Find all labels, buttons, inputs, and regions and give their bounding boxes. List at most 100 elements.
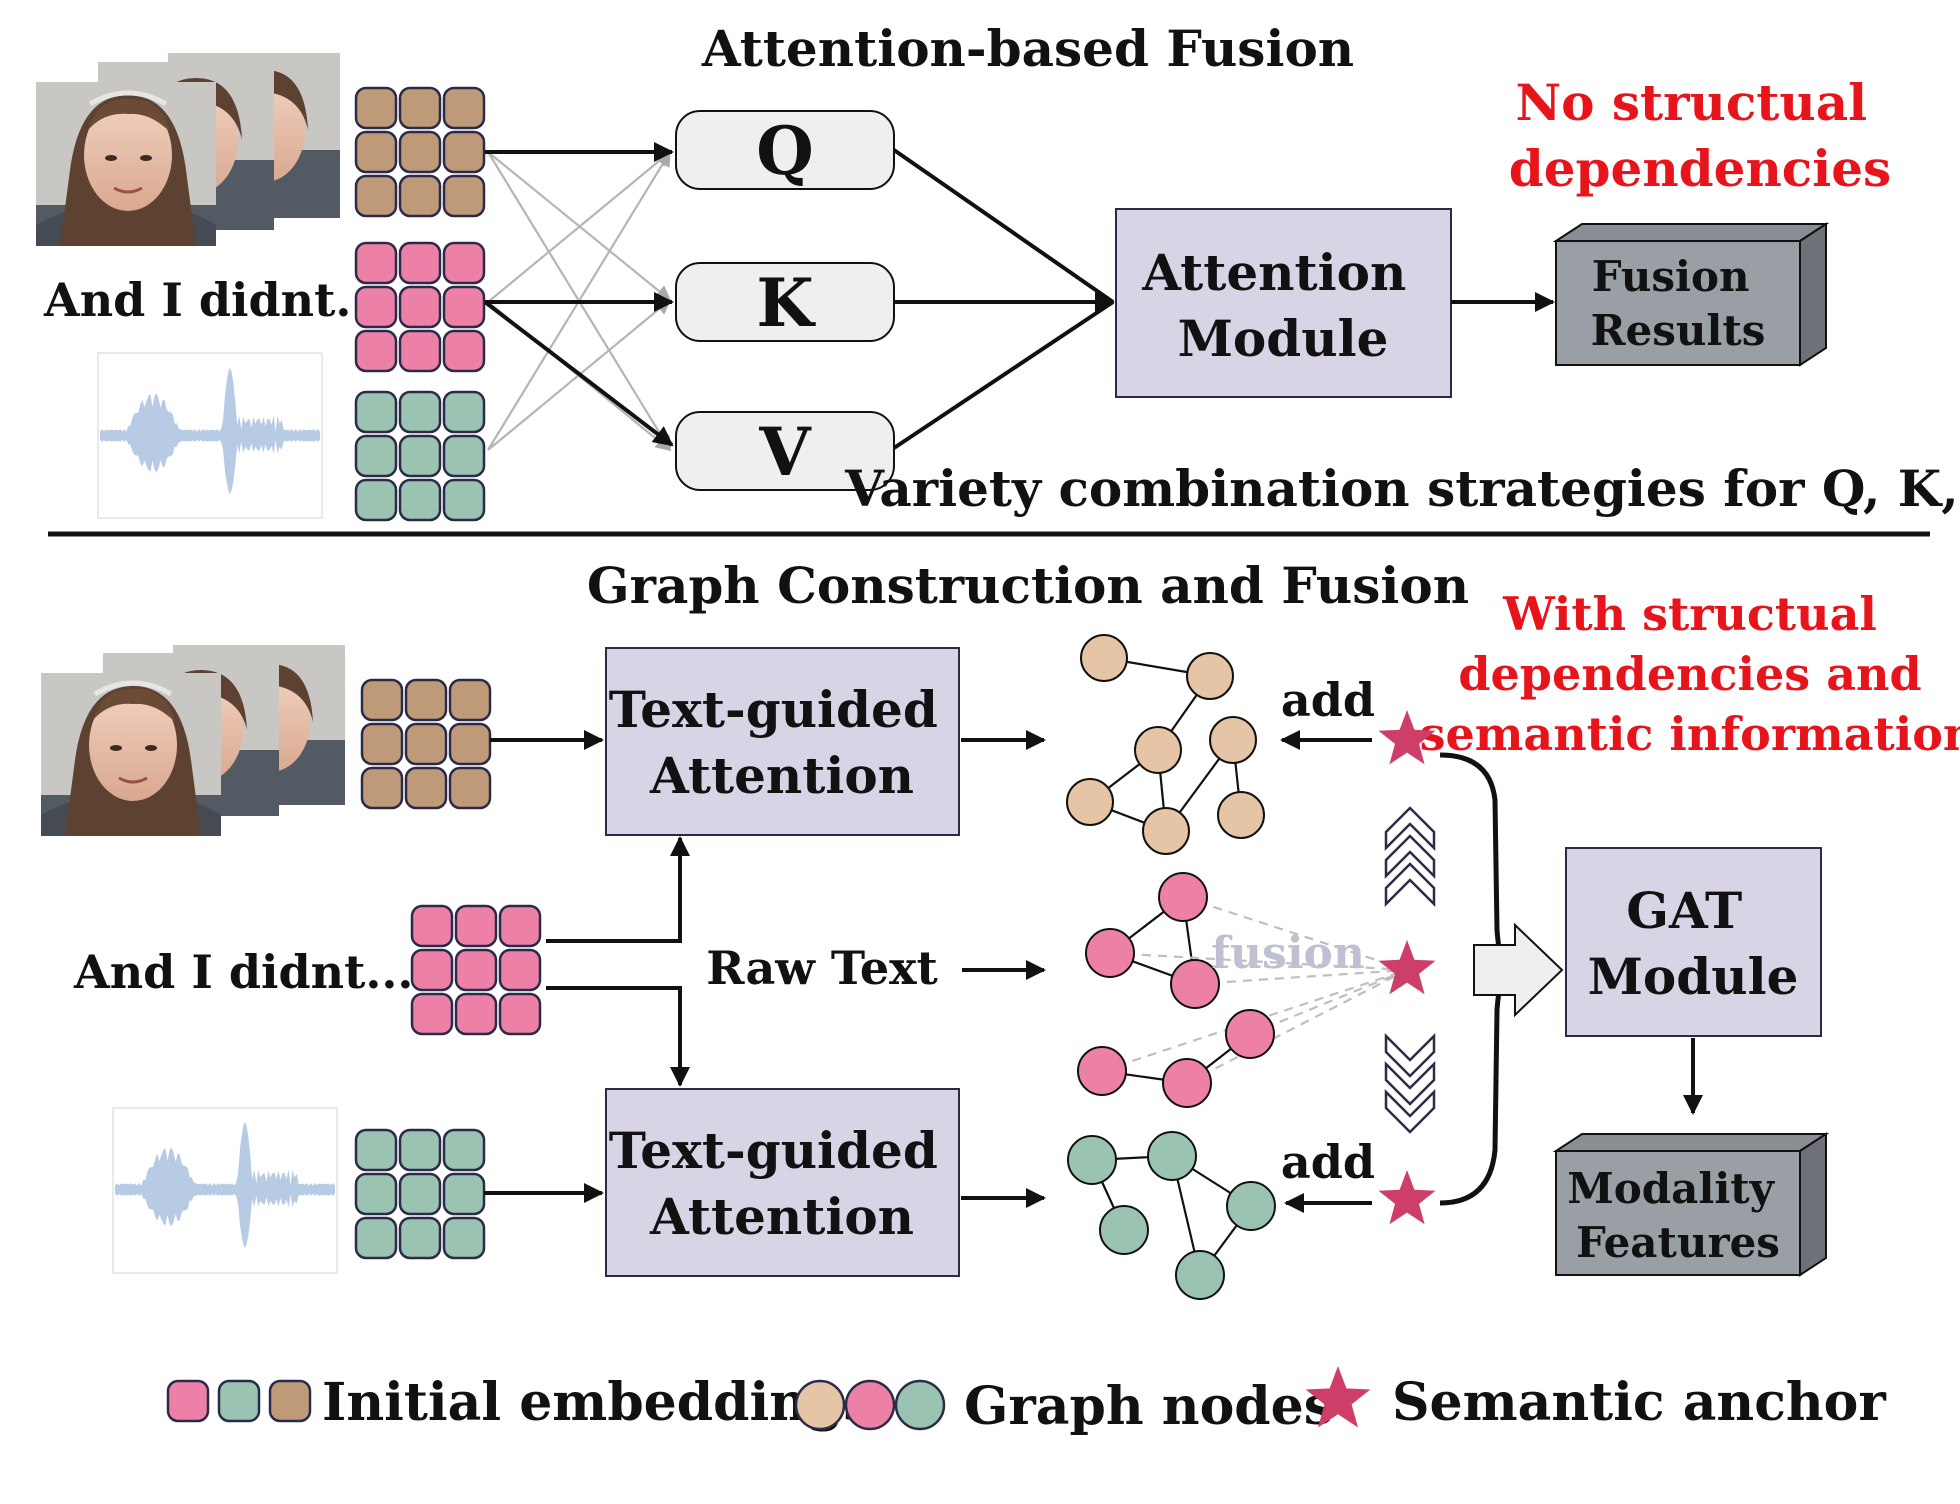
embedding-cell	[354, 1172, 398, 1216]
graph-node	[1085, 928, 1135, 978]
top-note-line-1: No structual	[1515, 73, 1867, 132]
add-top-label: add	[1281, 673, 1375, 727]
legend-semantic-anchor: Semantic anchor	[1392, 1372, 1886, 1433]
tga-top-line-1: Text-guided	[609, 680, 938, 739]
legend-graph-nodes: Graph nodes	[964, 1376, 1333, 1437]
embedding-cell	[360, 722, 404, 766]
star-icon	[1378, 1170, 1436, 1225]
embedding-cell	[354, 174, 398, 218]
embedding-cell	[404, 722, 448, 766]
add-bottom-label: add	[1281, 1135, 1375, 1189]
graph-node	[1225, 1009, 1275, 1059]
embedding-cell	[454, 904, 498, 948]
bottom-note-line-3: semantic information	[1420, 707, 1960, 761]
embedding-cell	[498, 992, 542, 1036]
face-frame	[41, 673, 221, 836]
embedding-cell	[354, 1128, 398, 1172]
embedding-cell	[454, 948, 498, 992]
v-label: V	[758, 413, 812, 491]
embedding-grid-icon	[354, 1128, 486, 1260]
embedding-cell	[398, 1172, 442, 1216]
gat-module-line-1: GAT	[1626, 881, 1742, 940]
top-text-input: And I didnt..	[43, 273, 367, 327]
embedding-grid-icon	[354, 390, 486, 522]
graph-node	[1226, 1181, 1276, 1231]
graph-node	[1186, 652, 1234, 700]
chevron-up-icon	[1384, 806, 1436, 908]
embedding-cell	[454, 992, 498, 1036]
add-arrows	[1280, 730, 1372, 1213]
bottom-note-line-2: dependencies and	[1458, 647, 1921, 701]
embedding-cell	[354, 390, 398, 434]
fusion-results-line-2: Results	[1591, 306, 1766, 355]
modality-features-box: Modality Features	[1552, 1132, 1830, 1277]
embedding-cell	[398, 86, 442, 130]
embedding-cell	[398, 1216, 442, 1260]
raw-text-label: Raw Text	[706, 941, 938, 995]
graph-node	[1080, 634, 1128, 682]
waveform-icon	[97, 352, 323, 519]
embedding-cell	[354, 1216, 398, 1260]
attention-module-line-2: Module	[1178, 309, 1389, 368]
modality-features-label: Modality Features	[1567, 1164, 1788, 1267]
embedding-cell	[398, 390, 442, 434]
graph-node	[1067, 1135, 1117, 1185]
embedding-cell	[398, 130, 442, 174]
embedding-cell	[410, 948, 454, 992]
embedding-cell	[398, 285, 442, 329]
fusion-results-line-1: Fusion	[1592, 252, 1750, 301]
star-icon	[1305, 1366, 1371, 1428]
embedding-grid-icon	[360, 678, 492, 810]
embedding-cell	[354, 86, 398, 130]
embedding-grid-icon	[354, 241, 486, 373]
embedding-cell	[448, 722, 492, 766]
q-label: Q	[756, 112, 814, 190]
graph-node	[1077, 1046, 1127, 1096]
graph-node	[1217, 791, 1265, 839]
strategies-text: Variety combination strategies for Q, K,…	[844, 459, 1960, 518]
embedding-cell	[442, 130, 486, 174]
embedding-cell	[448, 766, 492, 810]
graph-icon	[1077, 872, 1408, 1108]
embedding-cell	[404, 678, 448, 722]
embedding-cell	[442, 434, 486, 478]
top-note: No structual dependencies	[1509, 73, 1891, 198]
legend-initial-embeddings: Initial embeddings	[322, 1372, 873, 1433]
embedding-grid-icon	[410, 904, 542, 1036]
tga-bottom-label: Text-guided Attention	[609, 1121, 955, 1246]
embedding-cell	[398, 329, 442, 373]
graph-node	[1170, 959, 1220, 1009]
embedding-cell	[398, 1128, 442, 1172]
text-guided-attention-bottom: Text-guided Attention	[605, 1088, 960, 1277]
face-frame	[36, 82, 216, 246]
embedding-cell	[354, 285, 398, 329]
embedding-cell	[360, 766, 404, 810]
embedding-cell	[360, 678, 404, 722]
tga-top-label: Text-guided Attention	[609, 680, 955, 805]
tga-bottom-line-2: Attention	[649, 1187, 914, 1246]
legend: Initial embeddings Graph nodes Semantic …	[166, 1366, 1886, 1437]
star-icon	[1378, 940, 1436, 995]
top-title: Attention-based Fusion	[701, 19, 1354, 78]
tga-top-line-2: Attention	[649, 746, 914, 805]
embedding-cell	[354, 478, 398, 522]
attention-module-line-1: Attention	[1141, 243, 1406, 302]
tga-bottom-line-1: Text-guided	[609, 1121, 938, 1180]
waveform-icon	[112, 1107, 338, 1274]
embedding-cell	[398, 434, 442, 478]
graph-node	[1134, 726, 1182, 774]
gat-module-label: GAT Module	[1588, 881, 1799, 1006]
converge-arrows	[892, 148, 1115, 450]
embedding-cell	[442, 1172, 486, 1216]
embedding-cell	[498, 904, 542, 948]
embedding-cell	[354, 241, 398, 285]
graph-node	[1066, 778, 1114, 826]
embedding-cell	[398, 174, 442, 218]
modality-features-line-2: Features	[1576, 1218, 1780, 1267]
graph-node	[1162, 1058, 1212, 1108]
chevron-down-icon	[1384, 1032, 1436, 1134]
fusion-results-label: Fusion Results	[1591, 252, 1766, 355]
k-box: K	[675, 262, 895, 342]
face-frames-icon	[41, 645, 345, 836]
